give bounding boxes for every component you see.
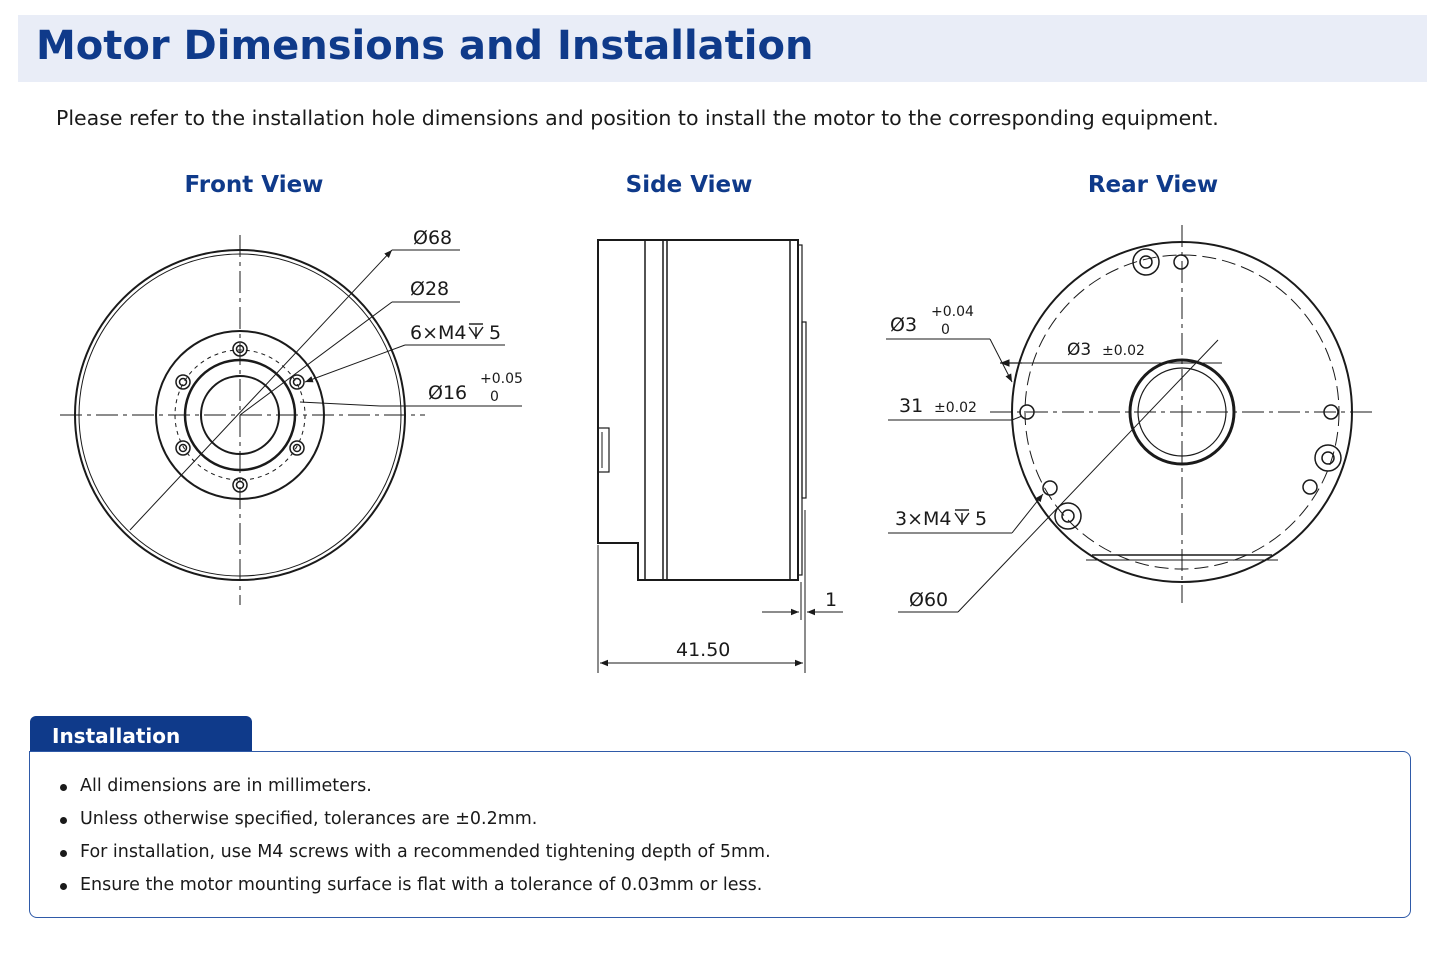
list-item: For installation, use M4 screws with a r… — [60, 842, 771, 875]
front-view-drawing — [60, 235, 522, 605]
rear-view-drawing — [886, 225, 1372, 613]
rear-view-title: Rear View — [1087, 172, 1219, 198]
note-text: For installation, use M4 screws with a r… — [80, 842, 771, 862]
rear-spacing-tol: ±0.02 — [934, 400, 977, 416]
bullet-icon — [60, 850, 67, 857]
front-bore-tol-upper: +0.05 — [480, 371, 523, 387]
page-subtitle: Please refer to the installation hole di… — [56, 106, 1219, 130]
front-screw-holes — [175, 341, 305, 493]
front-id-label: Ø28 — [410, 278, 449, 300]
notes-box: All dimensions are in millimeters. Unles… — [29, 751, 1411, 918]
side-view-drawing — [597, 239, 843, 673]
notes-list: All dimensions are in millimeters. Unles… — [60, 776, 771, 908]
list-item: All dimensions are in millimeters. — [60, 776, 771, 809]
front-bore-label: Ø16 — [428, 382, 467, 404]
note-text: All dimensions are in millimeters. — [80, 776, 372, 796]
rear-depth-label: 5 — [975, 508, 987, 530]
list-item: Unless otherwise specified, tolerances a… — [60, 809, 771, 842]
rear-pin-tol-lower: 0 — [941, 322, 950, 338]
notes-tab: Installation Notes — [30, 716, 252, 788]
side-length-label: 41.50 — [676, 639, 730, 661]
bullet-icon — [60, 883, 67, 890]
front-screw-label: 6×M4 — [410, 322, 467, 344]
page-title: Motor Dimensions and Installation — [36, 23, 814, 69]
rear-depth-icon — [954, 509, 970, 525]
rear-spacing-label: 31 — [899, 395, 923, 417]
side-view-title: Side View — [625, 172, 753, 198]
technical-drawing: Ø68 Ø28 6×M4 5 Ø16 +0.05 0 41.50 1 — [60, 225, 1372, 673]
note-text: Unless otherwise specified, tolerances a… — [80, 809, 538, 829]
bullet-icon — [60, 784, 67, 791]
front-depth-label: 5 — [489, 322, 501, 344]
list-item: Ensure the motor mounting surface is fla… — [60, 875, 771, 908]
front-bore-tol-lower: 0 — [490, 389, 499, 405]
rear-od-label: Ø60 — [909, 589, 948, 611]
rear-pin-label: Ø3 — [890, 314, 917, 336]
front-view-title: Front View — [184, 172, 324, 198]
rear-screw-label: 3×M4 — [895, 508, 952, 530]
note-text: Ensure the motor mounting surface is fla… — [80, 875, 763, 895]
title-band: Motor Dimensions and Installation — [18, 15, 1427, 82]
front-od-label: Ø68 — [413, 227, 452, 249]
rear-pin-tol-upper: +0.04 — [931, 304, 974, 320]
rear-pin2-tol: ±0.02 — [1102, 343, 1145, 359]
front-depth-icon — [468, 323, 484, 339]
bullet-icon — [60, 817, 67, 824]
rear-pin2-label: Ø3 — [1067, 340, 1091, 360]
side-offset-label: 1 — [825, 589, 837, 611]
